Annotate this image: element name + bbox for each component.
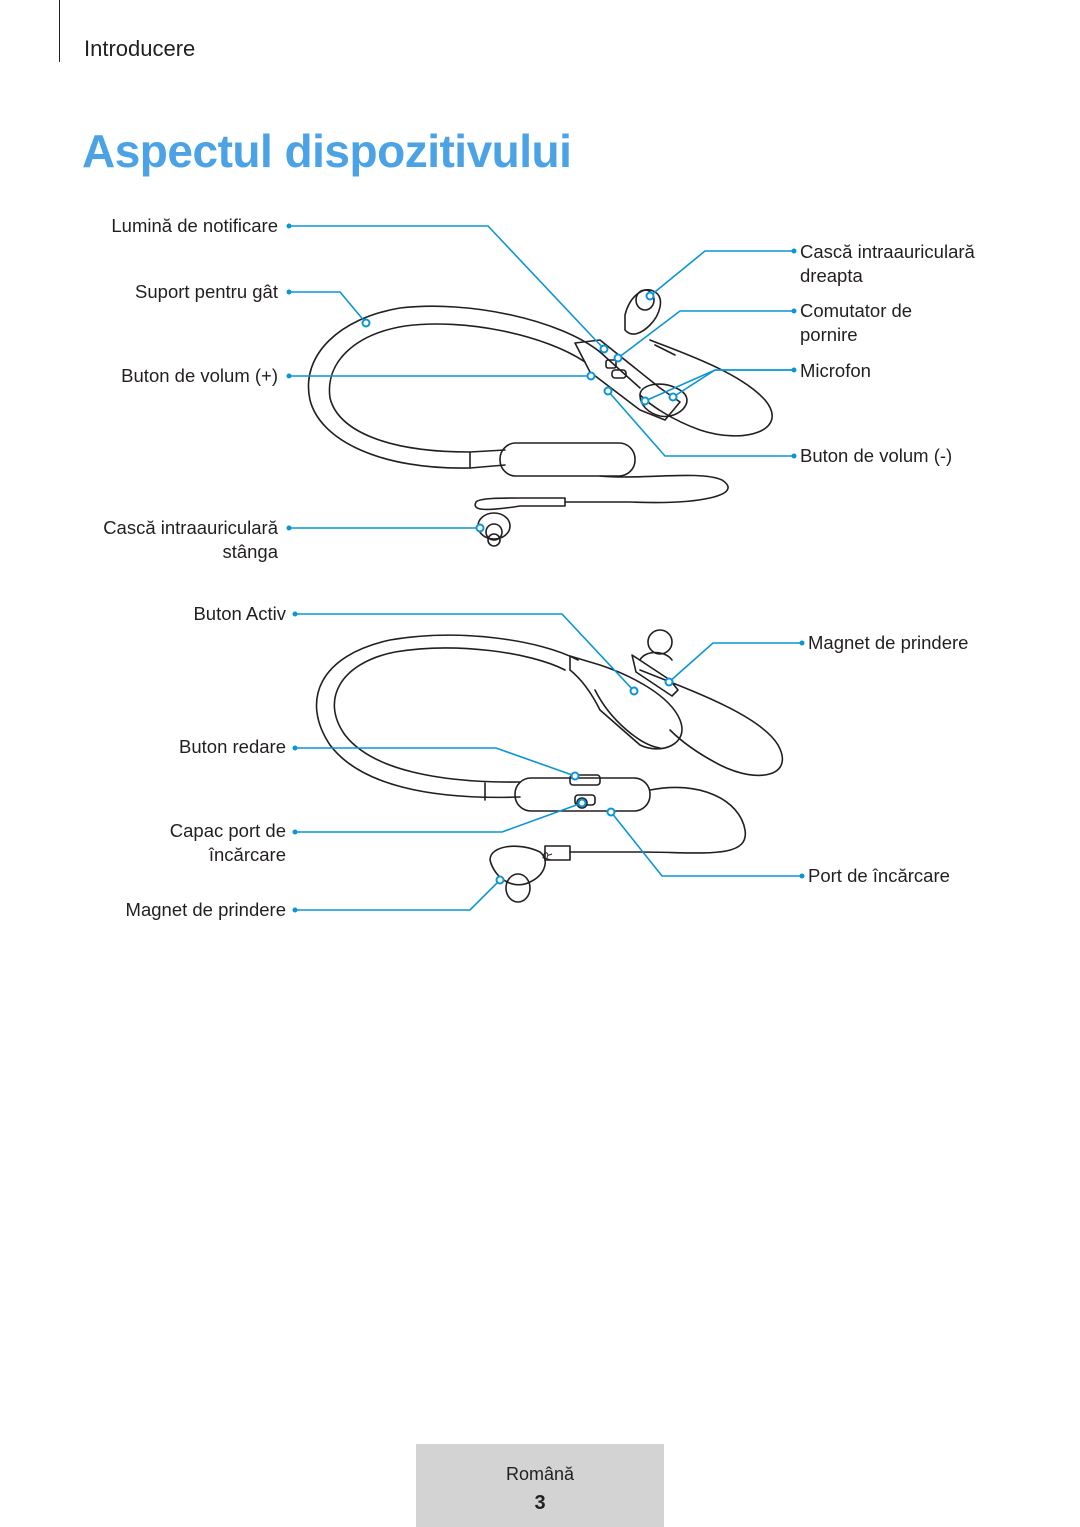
label-play-button: Buton redare xyxy=(179,736,286,757)
label-right-earbud-line1: Cască intraauriculară xyxy=(800,241,975,262)
label-charging-cover-line1: Capac port de xyxy=(169,820,286,841)
label-power-switch: Comutator de pornire xyxy=(800,299,912,347)
label-microphone: Microfon xyxy=(800,360,871,381)
footer-tab: Română 3 xyxy=(416,1444,664,1527)
neckband-bottom-illustration xyxy=(315,629,784,903)
section-name: Introducere xyxy=(84,36,196,61)
label-right-earbud-line2: dreapta xyxy=(800,265,863,286)
label-volume-up: Buton de volum (+) xyxy=(121,365,278,386)
label-power-switch-line2: pornire xyxy=(800,324,858,345)
label-charging-cover: Capac port de încărcare xyxy=(170,819,286,867)
label-right-earbud: Cască intraauriculară dreapta xyxy=(800,240,975,288)
callout-active-button xyxy=(295,613,635,692)
label-power-switch-line1: Comutator de xyxy=(800,300,913,321)
callout-magnet-right xyxy=(668,642,802,683)
label-left-earbud-line1: Cască intraauriculară xyxy=(103,517,278,538)
callout-play-button xyxy=(295,747,576,777)
callout-dots xyxy=(361,291,678,885)
label-left-earbud-line2: stânga xyxy=(222,541,278,562)
callout-charging-cover xyxy=(295,802,583,833)
label-active-button: Buton Activ xyxy=(193,603,286,624)
callout-power-switch xyxy=(617,310,794,359)
label-neck-support: Suport pentru gât xyxy=(135,281,278,302)
callout-notification-light xyxy=(289,225,605,350)
callout-charging-port xyxy=(610,811,802,877)
callout-volume-down xyxy=(607,390,794,457)
page-number: 3 xyxy=(534,1492,546,1514)
callout-neck-support xyxy=(289,291,367,324)
label-charging-cover-line2: încărcare xyxy=(208,844,286,865)
label-volume-down: Buton de volum (-) xyxy=(800,445,953,466)
footer-language: Română xyxy=(505,1464,575,1484)
callout-lines xyxy=(289,225,802,911)
callout-microphone-2 xyxy=(672,369,794,398)
label-magnet-left: Magnet de prindere xyxy=(125,899,286,920)
page-title: Aspectul dispozitivului xyxy=(82,125,572,177)
label-magnet-right: Magnet de prindere xyxy=(808,632,969,653)
label-notification-light: Lumină de notificare xyxy=(111,215,278,236)
callout-magnet-left xyxy=(295,879,501,911)
header-rule xyxy=(59,0,60,62)
label-charging-port: Port de încărcare xyxy=(808,865,950,886)
callout-right-earbud xyxy=(649,250,794,297)
label-left-earbud: Cască intraauriculară stânga xyxy=(103,516,278,564)
neckband-top-illustration xyxy=(307,289,773,547)
